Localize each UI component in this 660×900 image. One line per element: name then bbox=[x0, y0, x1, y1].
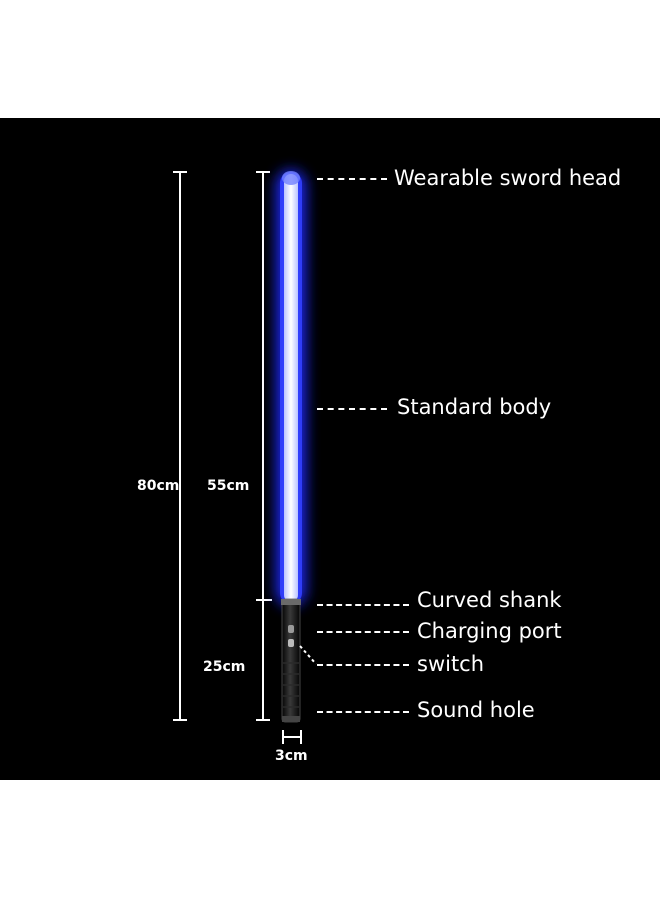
handle-width-label: 3cm bbox=[275, 748, 308, 764]
label-sound-hole: Sound hole bbox=[417, 698, 535, 722]
label-charging-port: Charging port bbox=[417, 619, 562, 643]
charging-port-icon bbox=[288, 625, 294, 633]
label-switch: switch bbox=[417, 652, 485, 676]
switch-button-icon bbox=[288, 639, 294, 647]
label-curved-shank: Curved shank bbox=[417, 588, 562, 612]
sound-leader-line bbox=[317, 711, 409, 713]
total-length-bracket bbox=[173, 171, 187, 721]
lightsaber-illustration bbox=[173, 170, 317, 744]
handle bbox=[281, 598, 301, 723]
body-leader-line bbox=[317, 408, 387, 410]
sword-head-tip bbox=[282, 171, 300, 185]
switch-pointer bbox=[299, 645, 317, 665]
head-leader-line bbox=[317, 178, 387, 180]
label-wearable-sword-head: Wearable sword head bbox=[394, 166, 622, 190]
total-length-label: 80cm bbox=[137, 478, 180, 494]
diagram-panel: 80cm 55cm 25cm 3cm Wearable sword head S… bbox=[0, 118, 660, 780]
charging-leader-line bbox=[317, 631, 409, 633]
blade-length-bracket bbox=[256, 171, 272, 601]
blade bbox=[276, 170, 306, 606]
label-standard-body: Standard body bbox=[397, 395, 552, 419]
shank-leader-line bbox=[317, 604, 409, 606]
blade-length-label: 55cm bbox=[207, 478, 250, 494]
handle-length-bracket bbox=[256, 600, 270, 721]
handle-width-bracket bbox=[282, 730, 302, 744]
handle-length-label: 25cm bbox=[203, 659, 246, 675]
switch-leader-line bbox=[317, 664, 409, 666]
